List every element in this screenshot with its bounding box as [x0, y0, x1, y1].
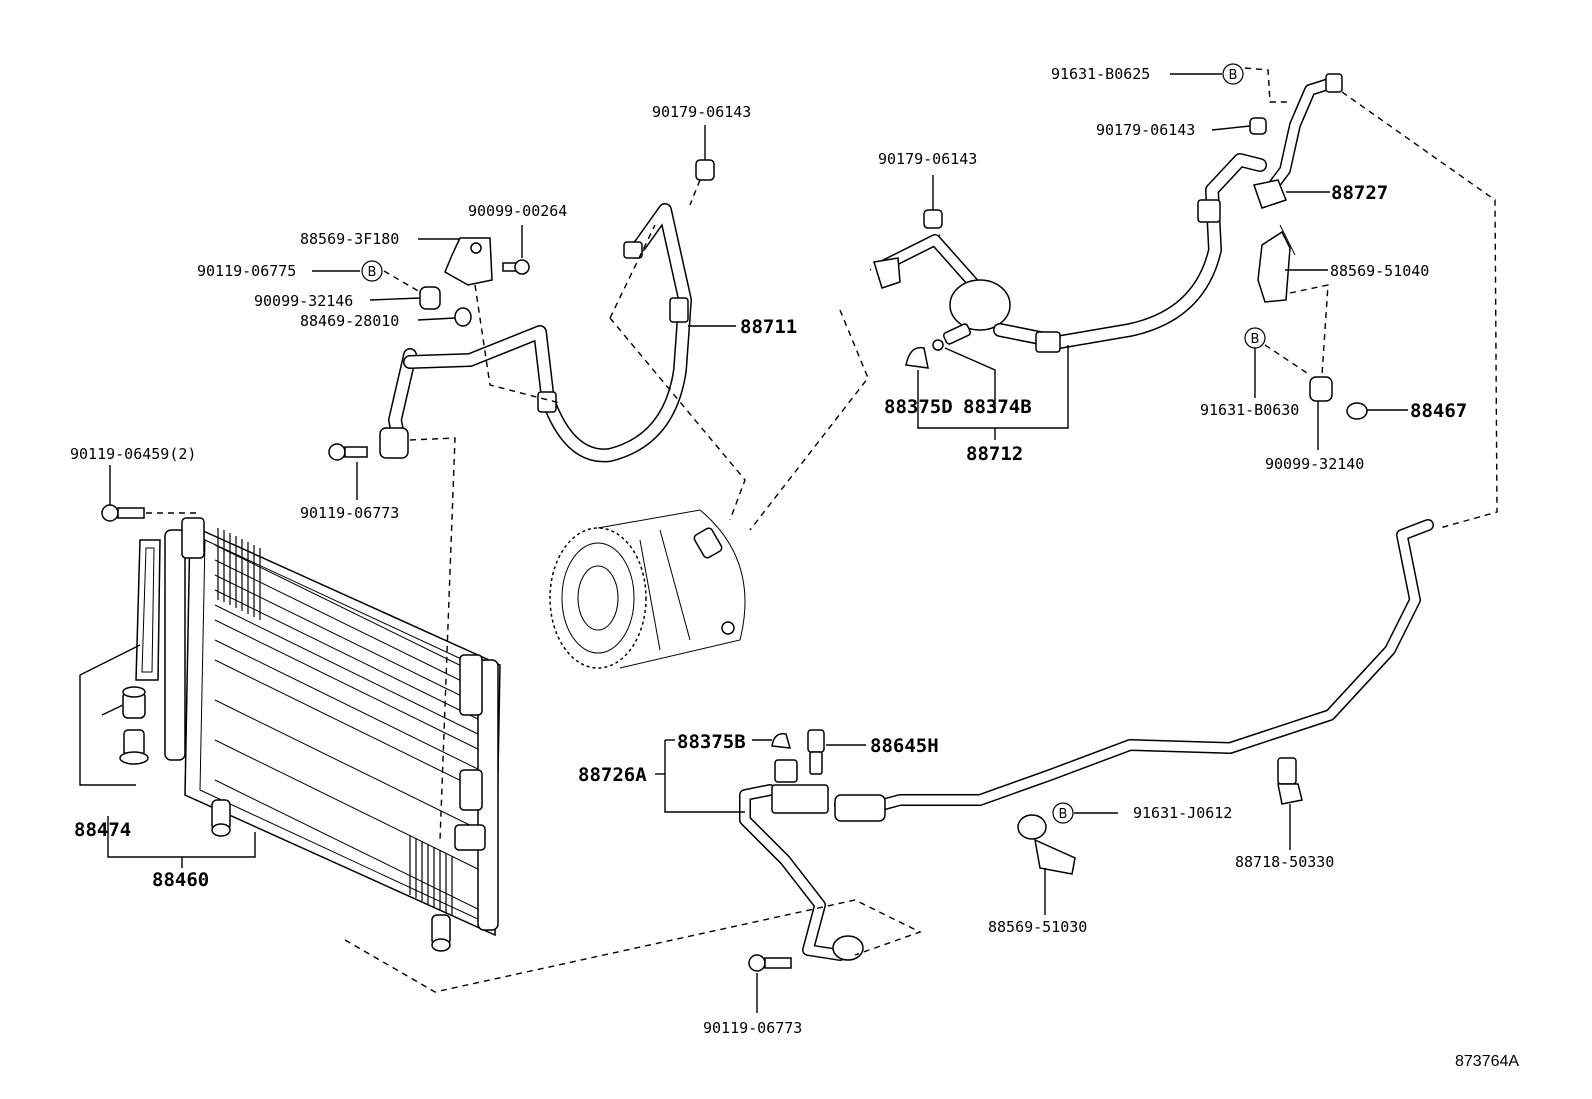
bracket-icon[interactable] [444, 237, 493, 286]
seal-strip-icon[interactable] [135, 539, 161, 681]
nut-icon[interactable] [1249, 117, 1267, 135]
label-90099-32140: 90099-32140 [1265, 455, 1364, 473]
bolt-icon[interactable] [328, 443, 368, 461]
label-88569-51040: 88569-51040 [1330, 262, 1429, 280]
washer-icon[interactable] [454, 307, 472, 327]
cushion-icon[interactable] [419, 286, 441, 310]
grommet-icon[interactable] [119, 729, 149, 765]
label-88474: 88474 [74, 819, 131, 841]
bracket-icon[interactable] [1257, 224, 1296, 303]
label-88374B: 88374B [963, 396, 1032, 418]
compressor-icon[interactable] [549, 509, 746, 669]
clamp-icon[interactable] [1277, 757, 1303, 805]
label-88718-50330: 88718-50330 [1235, 853, 1334, 871]
label-90119-06775: 90119-06775 [197, 262, 296, 280]
part-labels: 90179-06143 90099-00264 88569-3F180 9011… [70, 65, 1519, 1070]
pressure-switch-icon[interactable] [807, 729, 825, 775]
label-90099-32146: 90099-32146 [254, 292, 353, 310]
label-90179-06143: 90179-06143 [878, 150, 977, 168]
cap-icon[interactable] [771, 733, 792, 749]
pipe-icon[interactable] [739, 759, 864, 961]
label-88711: 88711 [740, 316, 797, 338]
nut-icon[interactable] [923, 209, 943, 229]
label-88726A: 88726A [578, 764, 647, 786]
label-88460: 88460 [152, 869, 209, 891]
label-88727: 88727 [1331, 182, 1388, 204]
label-88469-28010: 88469-28010 [300, 312, 399, 330]
label-90179-06143: 90179-06143 [652, 103, 751, 121]
pipe-icon[interactable] [834, 519, 1434, 822]
svg-text:B: B [1251, 332, 1260, 347]
label-88375D: 88375D [884, 396, 953, 418]
label-88467: 88467 [1410, 400, 1467, 422]
valve-icon[interactable] [932, 323, 972, 351]
hose-icon[interactable] [873, 153, 1267, 353]
bolt-icon[interactable] [101, 504, 145, 522]
cushion-icon[interactable] [1309, 376, 1333, 402]
cushion-icon[interactable] [122, 686, 146, 719]
label-90179-06143: 90179-06143 [1096, 121, 1195, 139]
label-90119-06773: 90119-06773 [703, 1019, 802, 1037]
bolt-b-marker: B [361, 260, 383, 282]
grommet-icon[interactable] [1346, 402, 1368, 420]
condenser-icon[interactable] [164, 517, 501, 952]
clamp-icon[interactable] [1017, 814, 1076, 875]
nut-icon[interactable] [695, 159, 715, 181]
label-88375B: 88375B [677, 731, 746, 753]
bolt-icon[interactable] [502, 259, 530, 275]
bolt-b-marker: B [1222, 63, 1244, 85]
svg-text:B: B [1059, 807, 1068, 822]
label-90119-06459: 90119-06459(2) [70, 445, 196, 463]
label-90099-00264: 90099-00264 [468, 202, 567, 220]
label-90119-06773: 90119-06773 [300, 504, 399, 522]
bolt-b-marker: B [1052, 802, 1074, 824]
cap-icon[interactable] [905, 346, 929, 369]
label-91631-J0612: 91631-J0612 [1133, 804, 1232, 822]
svg-text:B: B [368, 265, 377, 280]
bolt-b-marker: B [1244, 327, 1266, 349]
svg-text:B: B [1229, 68, 1238, 83]
label-91631-B0625: 91631-B0625 [1051, 65, 1150, 83]
label-88569-3F180: 88569-3F180 [300, 230, 399, 248]
clamp-icon[interactable] [1253, 179, 1287, 209]
bolt-icon[interactable] [748, 954, 792, 972]
label-91631-B0630: 91631-B0630 [1200, 401, 1299, 419]
label-88645H: 88645H [870, 735, 939, 757]
diagram-reference: 873764A [1455, 1053, 1519, 1070]
label-88569-51030: 88569-51030 [988, 918, 1087, 936]
label-88712: 88712 [966, 443, 1023, 465]
hose-icon[interactable] [379, 203, 692, 463]
pipe-icon[interactable] [1264, 73, 1343, 196]
